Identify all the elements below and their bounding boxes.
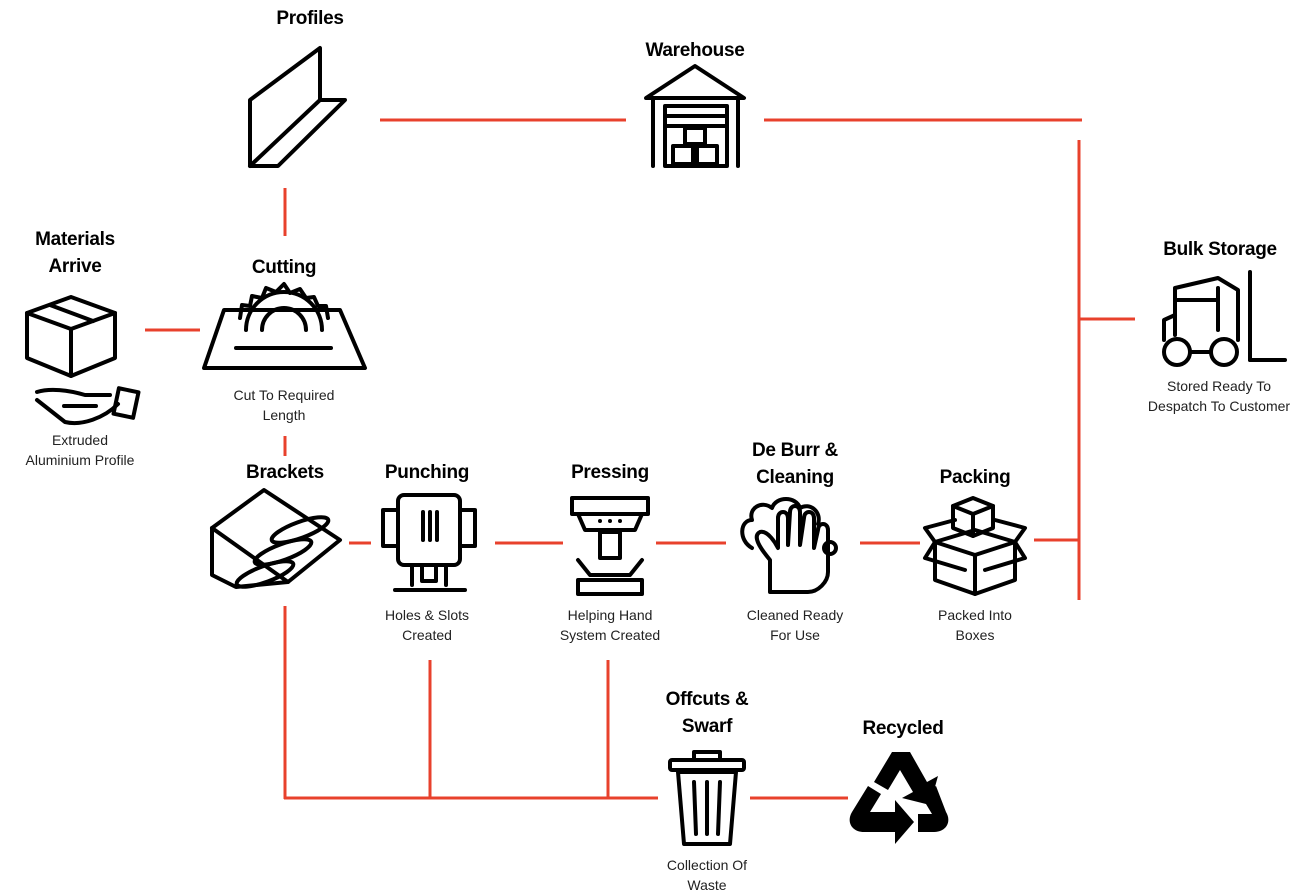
pressing-caption: Helping Hand System Created	[559, 607, 661, 643]
offcuts-title: Offcuts & Swarf	[665, 689, 749, 737]
bulk-storage-title: Bulk Storage	[1163, 239, 1277, 260]
warehouse-icon	[644, 64, 746, 168]
punch-machine-icon	[381, 493, 477, 592]
brackets-title: Brackets	[246, 462, 324, 483]
open-box-icon	[923, 496, 1027, 596]
pressing-title: Pressing	[571, 462, 649, 483]
trash-bin-icon	[668, 750, 746, 846]
deburr-caption: Cleaned Ready For Use	[746, 607, 844, 643]
cutting-caption: Cut To Required Length	[233, 387, 335, 423]
punching-title: Punching	[384, 462, 470, 483]
recycle-icon	[849, 752, 949, 844]
warehouse-title: Warehouse	[645, 40, 745, 61]
recycled-title: Recycled	[862, 718, 944, 739]
bulk-storage-caption: Stored Ready To Despatch To Customer	[1147, 378, 1291, 414]
forklift-icon	[1162, 270, 1287, 367]
packing-caption: Packed Into Boxes	[938, 607, 1012, 643]
deburr-title: De Burr & Cleaning	[752, 440, 838, 488]
box-in-hand-icon	[25, 295, 141, 425]
materials-title: Materials Arrive	[35, 229, 115, 277]
washing-hand-icon	[740, 497, 838, 594]
punching-caption: Holes & Slots Created	[384, 607, 470, 643]
saw-blade-icon	[202, 282, 367, 370]
offcuts-caption: Collection Of Waste	[666, 857, 748, 893]
packing-title: Packing	[939, 467, 1011, 488]
cutting-title: Cutting	[251, 257, 317, 278]
bracket-icon	[210, 488, 342, 589]
press-machine-icon	[570, 496, 650, 596]
profiles-title: Profiles	[276, 8, 344, 29]
angle-profile-icon	[248, 46, 347, 168]
materials-caption: Extruded Aluminium Profile	[25, 432, 135, 468]
